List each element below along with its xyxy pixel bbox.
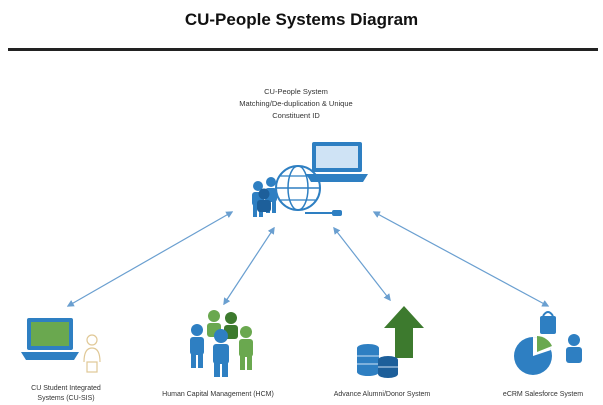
coins-growth-arrow-icon xyxy=(357,306,424,378)
node-label-line: Systems (CU-SIS) xyxy=(37,395,95,402)
node-label-advance: Advance Alumni/Donor System xyxy=(312,390,452,400)
connector-arrow-crm xyxy=(372,211,550,307)
laptop-student-icon xyxy=(21,318,101,373)
people-group-icon xyxy=(190,310,253,377)
node-label-line: Human Capital Management (HCM) xyxy=(162,391,274,398)
node-label-cu-sis: CU Student Integrated Systems (CU-SIS) xyxy=(14,384,118,404)
center-system-label: CU-People System Matching/De-duplication… xyxy=(196,86,396,122)
center-label-line: Matching/De-duplication & Unique xyxy=(239,99,353,108)
center-label-line: CU-People System xyxy=(264,87,328,96)
diagram-title: CU-People Systems Diagram xyxy=(184,10,419,29)
node-label-line: eCRM Salesforce System xyxy=(502,391,584,398)
people-globe-laptop-icon xyxy=(252,142,368,217)
connector-arrow-hcm xyxy=(223,226,275,306)
connector-arrow-advance xyxy=(333,226,391,302)
node-label-hcm: Human Capital Management (HCM) xyxy=(138,390,298,400)
pie-chart-person-icon xyxy=(514,311,582,375)
node-label-line: CU Student Integrated xyxy=(31,385,101,392)
node-label-line: Advance Alumni/Donor System xyxy=(333,391,431,398)
title-divider xyxy=(8,48,598,51)
center-label-line: Constituent ID xyxy=(272,111,320,120)
connector-arrow-cu-sis xyxy=(66,211,234,307)
node-label-crm: eCRM Salesforce System xyxy=(484,390,602,400)
